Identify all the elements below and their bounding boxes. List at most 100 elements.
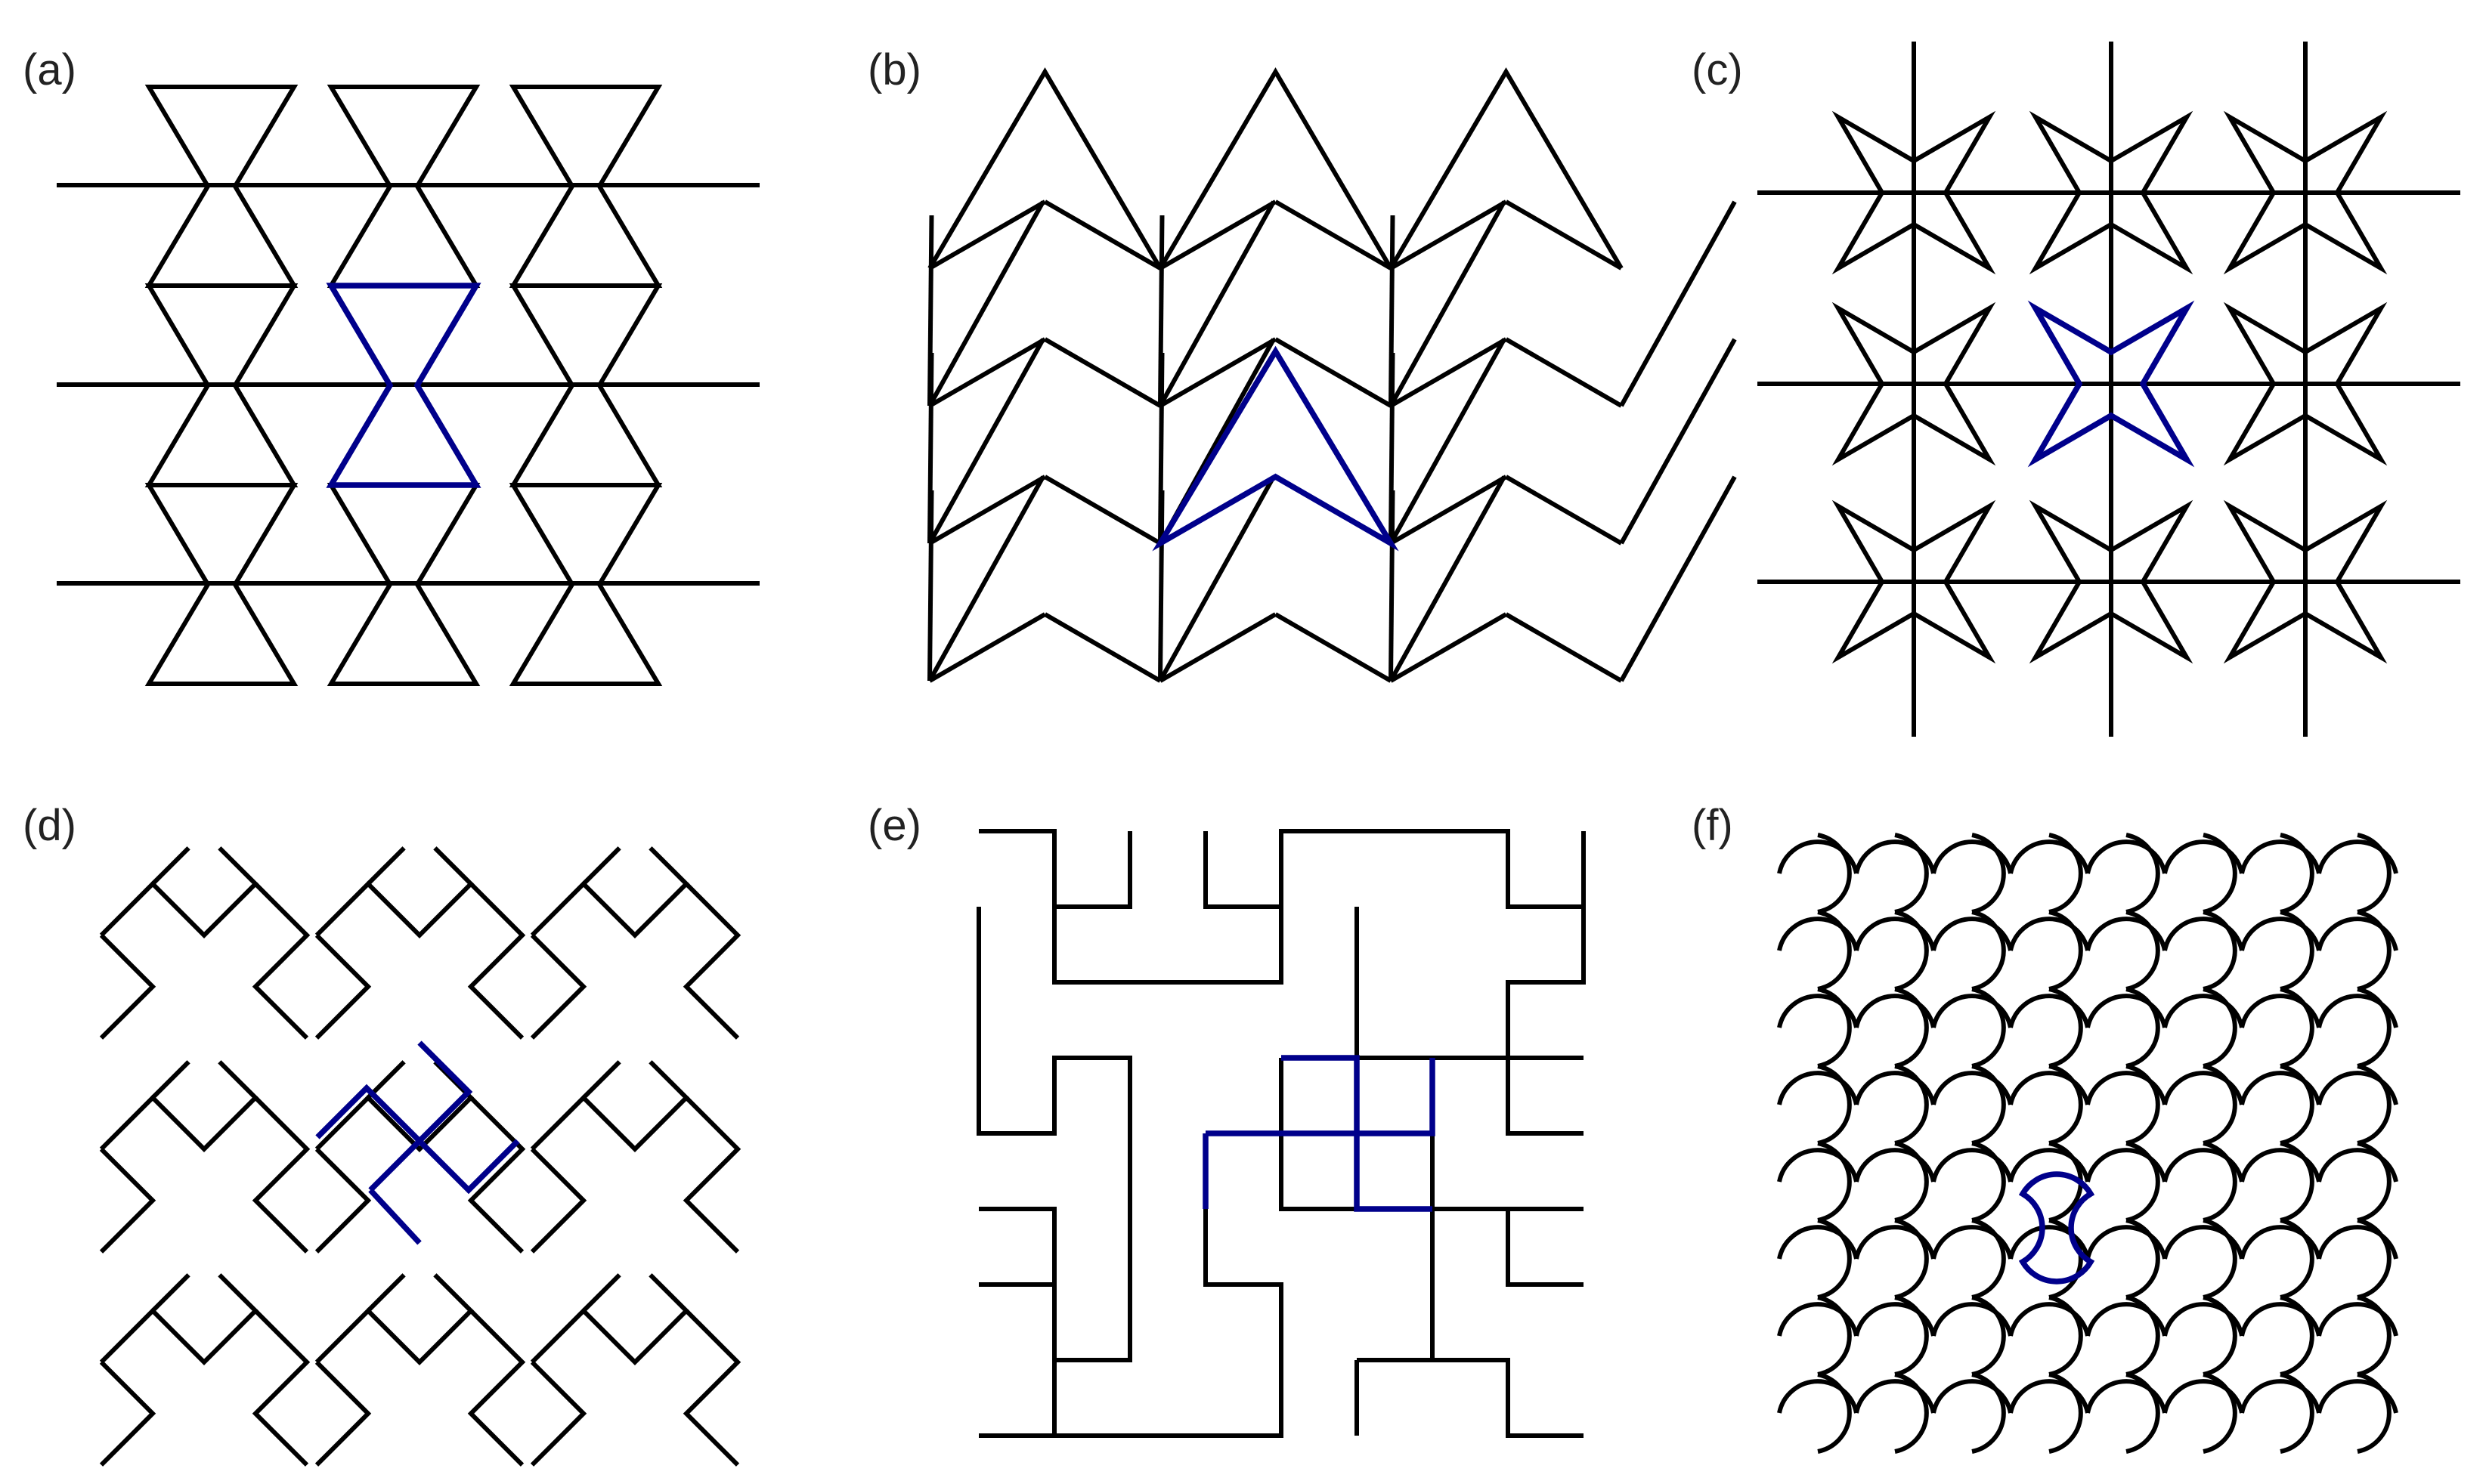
arc xyxy=(2317,1148,2398,1183)
panel-b-label: (b) xyxy=(868,45,921,94)
star-cell xyxy=(1831,499,1996,664)
arc xyxy=(1777,839,1859,874)
arc xyxy=(2048,1064,2083,1145)
arc xyxy=(2203,1372,2237,1454)
arc xyxy=(1854,1379,1936,1414)
arc xyxy=(1894,1295,1929,1377)
arc xyxy=(1931,1225,2013,1260)
chevron-arm xyxy=(1158,200,1276,407)
arc xyxy=(1777,1071,1859,1105)
highlighted-unit-cell xyxy=(368,1136,520,1195)
arc xyxy=(2085,839,2167,874)
highlighted-unit-cell xyxy=(1357,1058,1435,1136)
star-cell xyxy=(2223,499,2388,664)
star-cell xyxy=(2029,110,2193,275)
maze-segment xyxy=(581,1273,621,1312)
arc xyxy=(1931,917,2013,951)
arc xyxy=(2008,994,2090,1028)
arc xyxy=(2008,1379,2090,1414)
maze-segment xyxy=(99,846,259,939)
maze-segment xyxy=(467,882,526,1040)
arc xyxy=(2008,1302,2090,1337)
panel-f-label: (f) xyxy=(1692,801,1733,850)
arc xyxy=(2085,1148,2167,1183)
chevron-edge xyxy=(1159,612,1277,683)
chevron-edge xyxy=(1389,490,1395,682)
maze-segment xyxy=(252,882,311,1040)
maze-segment xyxy=(530,1273,690,1366)
arc xyxy=(2280,833,2314,914)
arc xyxy=(2203,1141,2237,1223)
arc xyxy=(1971,910,2006,991)
arc xyxy=(2203,1218,2237,1300)
maze-segment xyxy=(314,846,475,939)
chevron-edge xyxy=(1044,612,1162,683)
arc xyxy=(2240,1225,2321,1260)
arc xyxy=(1894,1064,1929,1145)
maze-segment xyxy=(683,882,741,1040)
arc xyxy=(2203,987,2237,1068)
arc xyxy=(1971,1141,2006,1223)
chevron-edge xyxy=(1505,612,1623,683)
arc xyxy=(2048,1218,2083,1300)
arc xyxy=(2162,1225,2244,1260)
maze-segment xyxy=(150,1060,190,1099)
maze-segment xyxy=(150,846,190,886)
chevron-peak xyxy=(1389,67,1624,270)
arc xyxy=(1854,1148,1936,1183)
arc xyxy=(2357,1372,2392,1454)
panel-f-curved-lattice xyxy=(1777,833,2398,1454)
arc xyxy=(2317,917,2398,951)
chevron-peak xyxy=(1158,67,1393,270)
chevron-edge xyxy=(1389,337,1507,408)
maze-segment xyxy=(252,1096,311,1254)
arc xyxy=(2008,839,2090,874)
arc xyxy=(2048,910,2083,991)
chevron-edge xyxy=(927,490,934,682)
panel-c-star-lattice xyxy=(1757,42,2460,737)
arc xyxy=(1817,833,1852,914)
chevron-edge xyxy=(1159,199,1277,271)
maze-segment xyxy=(314,1360,372,1467)
maze-segment xyxy=(99,1273,259,1366)
arc xyxy=(2085,994,2167,1028)
maze-segment xyxy=(530,1360,587,1467)
chevron-edge xyxy=(1505,199,1623,271)
arc xyxy=(2085,1071,2167,1105)
maze-segment xyxy=(530,1060,690,1153)
arc xyxy=(1817,1218,1852,1300)
highlighted-unit-cell xyxy=(2018,1171,2095,1285)
arc xyxy=(2280,987,2314,1068)
arc xyxy=(2203,910,2237,991)
arc xyxy=(2008,1225,2090,1260)
arc xyxy=(1971,1064,2006,1145)
arc xyxy=(1971,1372,2006,1454)
arc xyxy=(1931,1071,2013,1105)
maze-segment xyxy=(99,1060,259,1153)
arc xyxy=(1894,833,1929,914)
arc xyxy=(2357,1295,2392,1377)
maze-segment xyxy=(1052,1133,1283,1438)
highlighted-unit-cell xyxy=(1152,345,1399,552)
maze-segment xyxy=(99,933,156,1040)
maze-segment xyxy=(581,846,621,886)
arc xyxy=(1931,1302,2013,1337)
chevron-arm xyxy=(1389,200,1506,407)
arc xyxy=(2125,1372,2160,1454)
arc xyxy=(1777,1379,1859,1414)
arc xyxy=(1971,833,2006,914)
arc xyxy=(2203,1295,2237,1377)
highlighted-unit-cell xyxy=(368,1188,422,1245)
maze-segment xyxy=(150,1273,190,1312)
arc xyxy=(2240,839,2321,874)
chevron-arm xyxy=(1619,475,1737,682)
chevron-edge xyxy=(1505,337,1623,408)
chevron-arm xyxy=(927,200,1045,407)
chevron-arm xyxy=(1158,475,1276,682)
arc xyxy=(2317,1302,2398,1337)
arc xyxy=(2085,917,2167,951)
arc xyxy=(2280,1064,2314,1145)
panel-e-label: (e) xyxy=(868,801,921,850)
maze-segment xyxy=(683,1096,741,1254)
arc xyxy=(1817,1295,1852,1377)
